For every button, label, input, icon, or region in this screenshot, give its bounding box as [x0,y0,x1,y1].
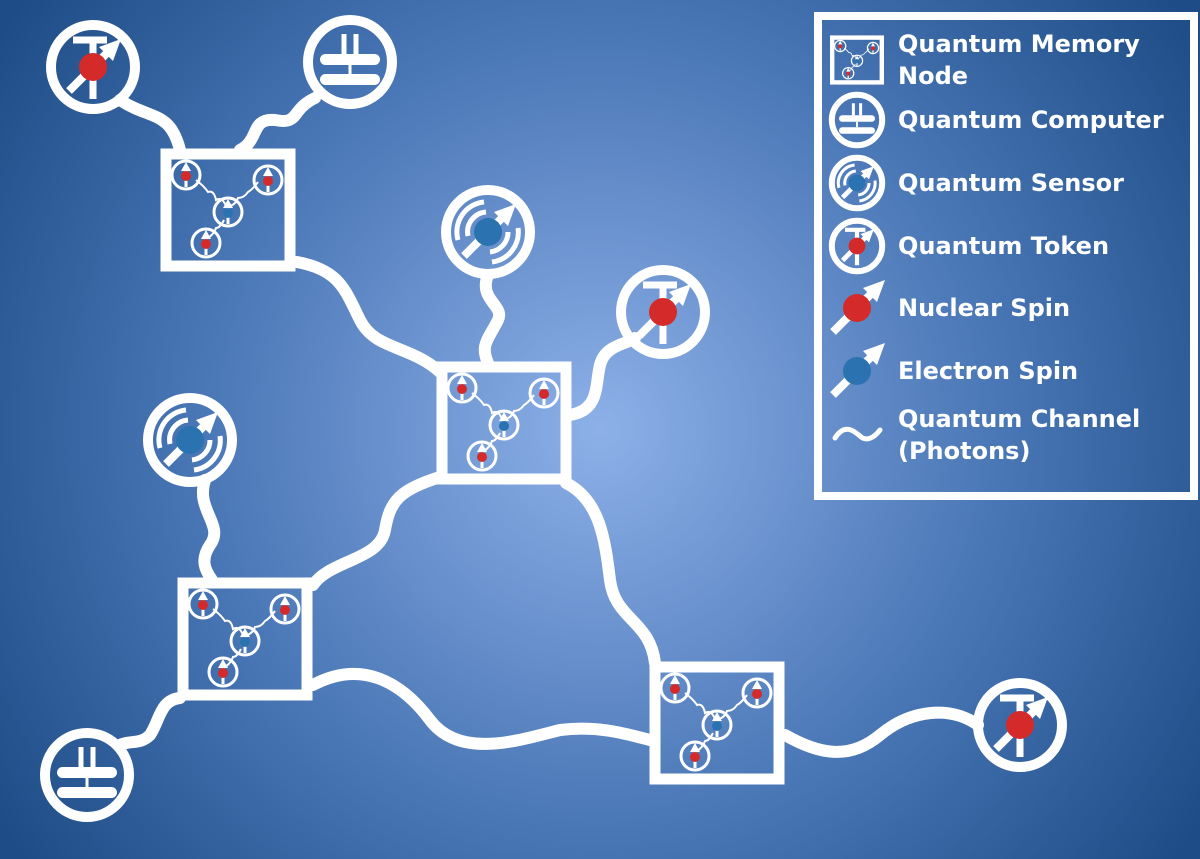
electron-spin-icon [833,343,885,395]
channel [779,706,984,758]
legend: Quantum Memory Node Quantum Computer Qua… [814,12,1198,500]
channel [197,474,221,586]
quantum-channel-icon [832,426,883,442]
legend-label: Quantum Computer [898,106,1164,134]
channel [478,269,506,369]
legend-label: (Photons) [898,437,1030,465]
channel [564,332,641,421]
legend-label: Electron Spin [898,357,1078,385]
legend-label: Quantum Sensor [898,169,1124,197]
channel [291,256,446,378]
legend-box [814,12,1198,500]
legend-label: Quantum Channel [898,405,1140,433]
legend-label: Quantum Memory [898,30,1140,58]
channel [234,92,321,156]
channel [560,477,661,669]
legend-label: Nuclear Spin [898,294,1070,322]
legend-label: Node [898,62,968,90]
channel [307,667,656,750]
quantum-channels [114,92,984,758]
channel [114,94,186,156]
nuclear-spin-icon [833,280,885,332]
channel [307,471,446,591]
legend-label: Quantum Token [898,232,1109,260]
channel [114,692,186,751]
